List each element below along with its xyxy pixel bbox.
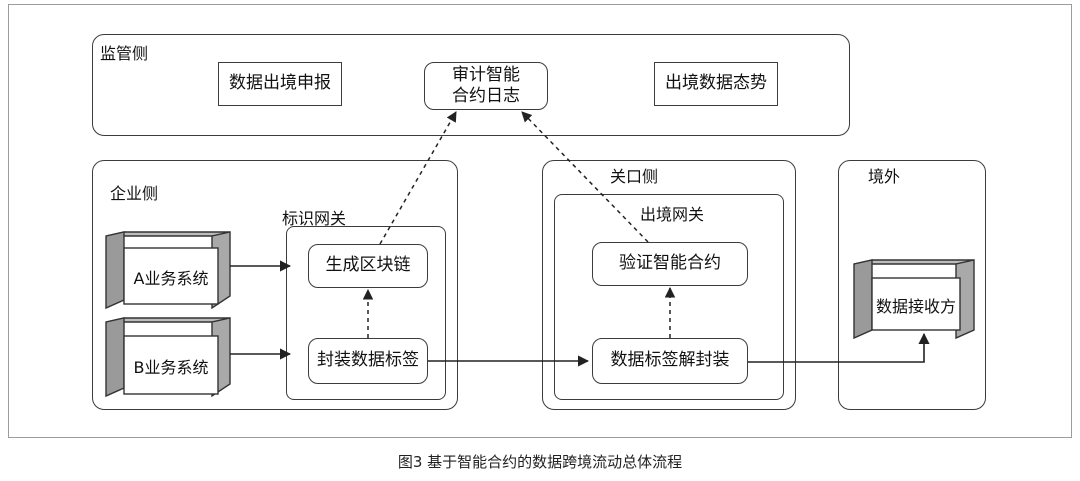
zone-identity-gateway bbox=[286, 226, 446, 400]
zone-supervisor bbox=[92, 34, 850, 136]
node-declare: 数据出境申报 bbox=[218, 62, 342, 106]
node-system-a: A业务系统 bbox=[133, 269, 209, 288]
zone-customs-label: 关口侧 bbox=[610, 167, 659, 186]
node-verify: 验证智能合约 bbox=[592, 242, 748, 286]
zone-supervisor-label: 监管侧 bbox=[100, 44, 149, 63]
cube-system-a bbox=[105, 231, 231, 310]
node-situation: 出境数据态势 bbox=[654, 62, 778, 106]
node-situation-text: 出境数据态势 bbox=[665, 73, 767, 94]
zone-enterprise-label: 企业侧 bbox=[110, 184, 159, 203]
arrow-gen-to-audit bbox=[379, 111, 457, 245]
zone-identity-gateway-label: 标识网关 bbox=[282, 209, 347, 228]
node-verify-text: 验证智能合约 bbox=[619, 253, 721, 274]
node-gen-block-text: 生成区块链 bbox=[325, 255, 411, 276]
node-audit-log-line1: 审计智能 bbox=[452, 64, 520, 85]
arrow-verify-to-audit bbox=[521, 111, 649, 243]
zone-customs bbox=[542, 160, 796, 410]
node-gen-block: 生成区块链 bbox=[308, 244, 428, 288]
figure-caption: 图3 基于智能合约的数据跨境流动总体流程 bbox=[397, 453, 683, 471]
cube-system-b bbox=[105, 317, 231, 398]
node-unseal: 数据标签解封装 bbox=[592, 338, 748, 384]
node-audit-log: 审计智能 合约日志 bbox=[424, 62, 548, 110]
node-seal-label-text: 封装数据标签 bbox=[317, 350, 419, 371]
cube-receiver bbox=[853, 259, 975, 340]
zone-exit-gateway bbox=[554, 194, 784, 400]
node-system-b: B业务系统 bbox=[133, 358, 209, 377]
zone-overseas bbox=[838, 160, 986, 410]
node-declare-text: 数据出境申报 bbox=[229, 73, 331, 94]
zone-overseas-label: 境外 bbox=[868, 167, 901, 186]
figure-frame bbox=[8, 4, 1072, 438]
node-unseal-text: 数据标签解封装 bbox=[610, 350, 730, 371]
node-seal-label: 封装数据标签 bbox=[308, 338, 428, 384]
zone-enterprise bbox=[92, 160, 458, 410]
node-receiver: 数据接收方 bbox=[875, 297, 956, 316]
arrow-unseal-to-receiver bbox=[748, 332, 930, 363]
node-audit-log-line2: 合约日志 bbox=[452, 86, 520, 106]
zone-exit-gateway-label: 出境网关 bbox=[640, 205, 705, 224]
